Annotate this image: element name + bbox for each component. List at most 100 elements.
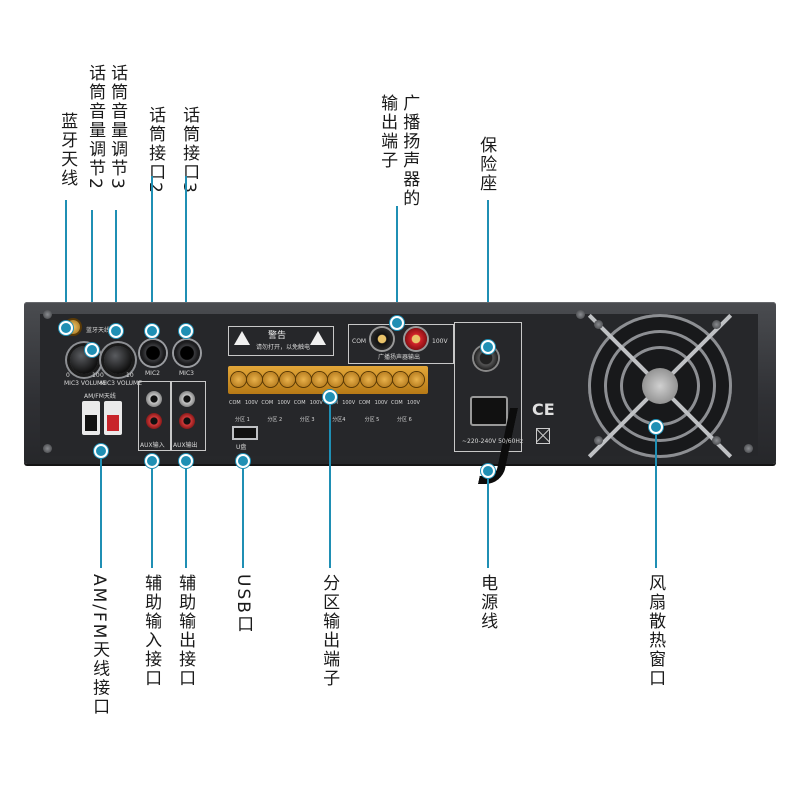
fan-screw-icon [712, 436, 721, 445]
label-mic-port-2: 话筒接口2 [145, 106, 166, 195]
zone-name-print: 分区4 [332, 417, 346, 423]
knob-min-label: 0 [66, 372, 70, 379]
zone-100v-print: 100V [342, 400, 356, 406]
speaker-100v-terminal[interactable] [405, 328, 427, 350]
callout-dot [109, 324, 123, 338]
speaker-com-print: COM [352, 338, 367, 345]
callout-dot [323, 390, 337, 404]
callout-line-speaker [396, 206, 398, 320]
speaker-100v-print: 100V [432, 338, 448, 345]
mic2-print: MIC2 [145, 370, 160, 377]
zone-name-print: 分区 6 [397, 417, 412, 423]
zone-name-print: 分区 3 [299, 417, 315, 423]
am-fm-terminal-red[interactable] [104, 401, 122, 435]
callout-line-mic-vol-2 [91, 210, 93, 350]
am-fm-terminal-black[interactable] [82, 401, 100, 435]
fan-screw-icon [594, 320, 603, 329]
mic2-jack[interactable] [140, 340, 166, 366]
label-speaker-output: 广播扬声器的输出端子 [377, 94, 420, 208]
zone-terminal-screw[interactable] [393, 372, 408, 387]
zone-terminal-screw[interactable] [247, 372, 263, 387]
callout-line-mic-vol-3 [115, 210, 117, 330]
screw-icon [744, 444, 753, 453]
callout-line-zone [329, 396, 331, 568]
fan-hub [642, 368, 678, 404]
label-fan-vent: 风扇散热窗口 [645, 574, 666, 688]
am-fm-print: AM/FM天线 [84, 393, 116, 400]
aux-in-rca-red[interactable] [146, 413, 162, 429]
callout-dot [94, 444, 108, 458]
zone-terminal-screw[interactable] [263, 372, 279, 387]
callout-dot [390, 316, 404, 330]
usb-port[interactable] [232, 426, 258, 440]
power-socket [470, 396, 508, 426]
mic3-jack[interactable] [174, 340, 200, 366]
aux-out-rca-red[interactable] [179, 413, 195, 429]
mic2-volume-print: MIC3 VOLUME [64, 380, 106, 387]
callout-line-aux-out [185, 460, 187, 568]
callout-line-aux-in [151, 460, 153, 568]
zone-100v-print: 100V [277, 400, 291, 406]
callout-line-mic-2 [151, 176, 153, 328]
fan-screw-icon [594, 436, 603, 445]
callout-dot [179, 454, 193, 468]
callout-dot [145, 324, 159, 338]
zone-terminal-screw[interactable] [279, 372, 295, 387]
zone-100v-print: 100V [309, 400, 323, 406]
zone-100v-print: 100V [374, 400, 388, 406]
aux-out-rca-white[interactable] [179, 391, 195, 407]
zone-terminal-screw[interactable] [231, 372, 246, 387]
label-zone-output: 分区输出端子 [319, 574, 340, 688]
knob-max-label: 10 [126, 372, 134, 379]
mic3-volume-print: MIC3 VOLUME [100, 380, 142, 387]
label-aux-input: 辅助输入接口 [141, 574, 162, 688]
warning-text: 请勿打开，以免触电 [256, 344, 311, 351]
label-mic-port-3: 话筒接口3 [179, 106, 200, 195]
callout-line-fan [655, 426, 657, 568]
screw-icon [576, 310, 585, 319]
zone-terminal-screw[interactable] [295, 372, 311, 387]
aux-in-rca-white[interactable] [146, 391, 162, 407]
ce-mark: CE [532, 400, 555, 419]
mic3-volume-knob[interactable] [104, 346, 132, 374]
power-rating-print: ~220-240V 50/60Hz [462, 438, 524, 445]
warning-triangle-icon [234, 331, 250, 345]
warning-label [228, 326, 334, 356]
callout-dot [481, 464, 495, 478]
zone-com-print: COM [358, 400, 371, 406]
zone-com-print: COM [261, 400, 274, 406]
zone-terminal-screw[interactable] [312, 372, 327, 387]
callout-dot [481, 340, 495, 354]
zone-terminal-screw[interactable] [344, 372, 360, 387]
speaker-com-terminal[interactable] [371, 328, 393, 350]
zone-terminal-screw[interactable] [376, 372, 392, 387]
warning-title: 警告 [268, 331, 287, 341]
zone-terminal-screw[interactable] [328, 372, 344, 387]
knob-max-label: 10 [92, 372, 100, 379]
aux-in-print: AUX输入 [140, 442, 165, 449]
callout-dot [649, 420, 663, 434]
zone-com-print: COM [293, 400, 306, 406]
callout-dot [145, 454, 159, 468]
label-fuse-holder: 保险座 [476, 136, 497, 193]
callout-line-mic-3 [185, 176, 187, 328]
power-block [454, 322, 522, 452]
screw-icon [43, 444, 52, 453]
screw-icon [43, 310, 52, 319]
callout-line-power [487, 470, 489, 568]
knob-min-label: 0 [100, 372, 104, 379]
label-mic-volume-2: 话筒音量调节2 [85, 64, 106, 191]
callout-dot [59, 321, 73, 335]
zone-terminal-screw[interactable] [409, 372, 425, 387]
zone-com-print: COM [391, 400, 403, 406]
bt-antenna-print: 蓝牙天线 [86, 327, 111, 334]
callout-line-fuse [487, 200, 489, 344]
fan-grille [587, 313, 733, 459]
zone-100v-print: 100V [245, 400, 258, 406]
label-usb: USB口 [233, 574, 254, 634]
callout-dot [85, 343, 99, 357]
zone-terminal-screw[interactable] [360, 372, 376, 387]
weee-bin-icon [536, 428, 550, 444]
mic3-print: MIC3 [179, 370, 194, 377]
zone-name-print: 分区 2 [267, 417, 283, 423]
